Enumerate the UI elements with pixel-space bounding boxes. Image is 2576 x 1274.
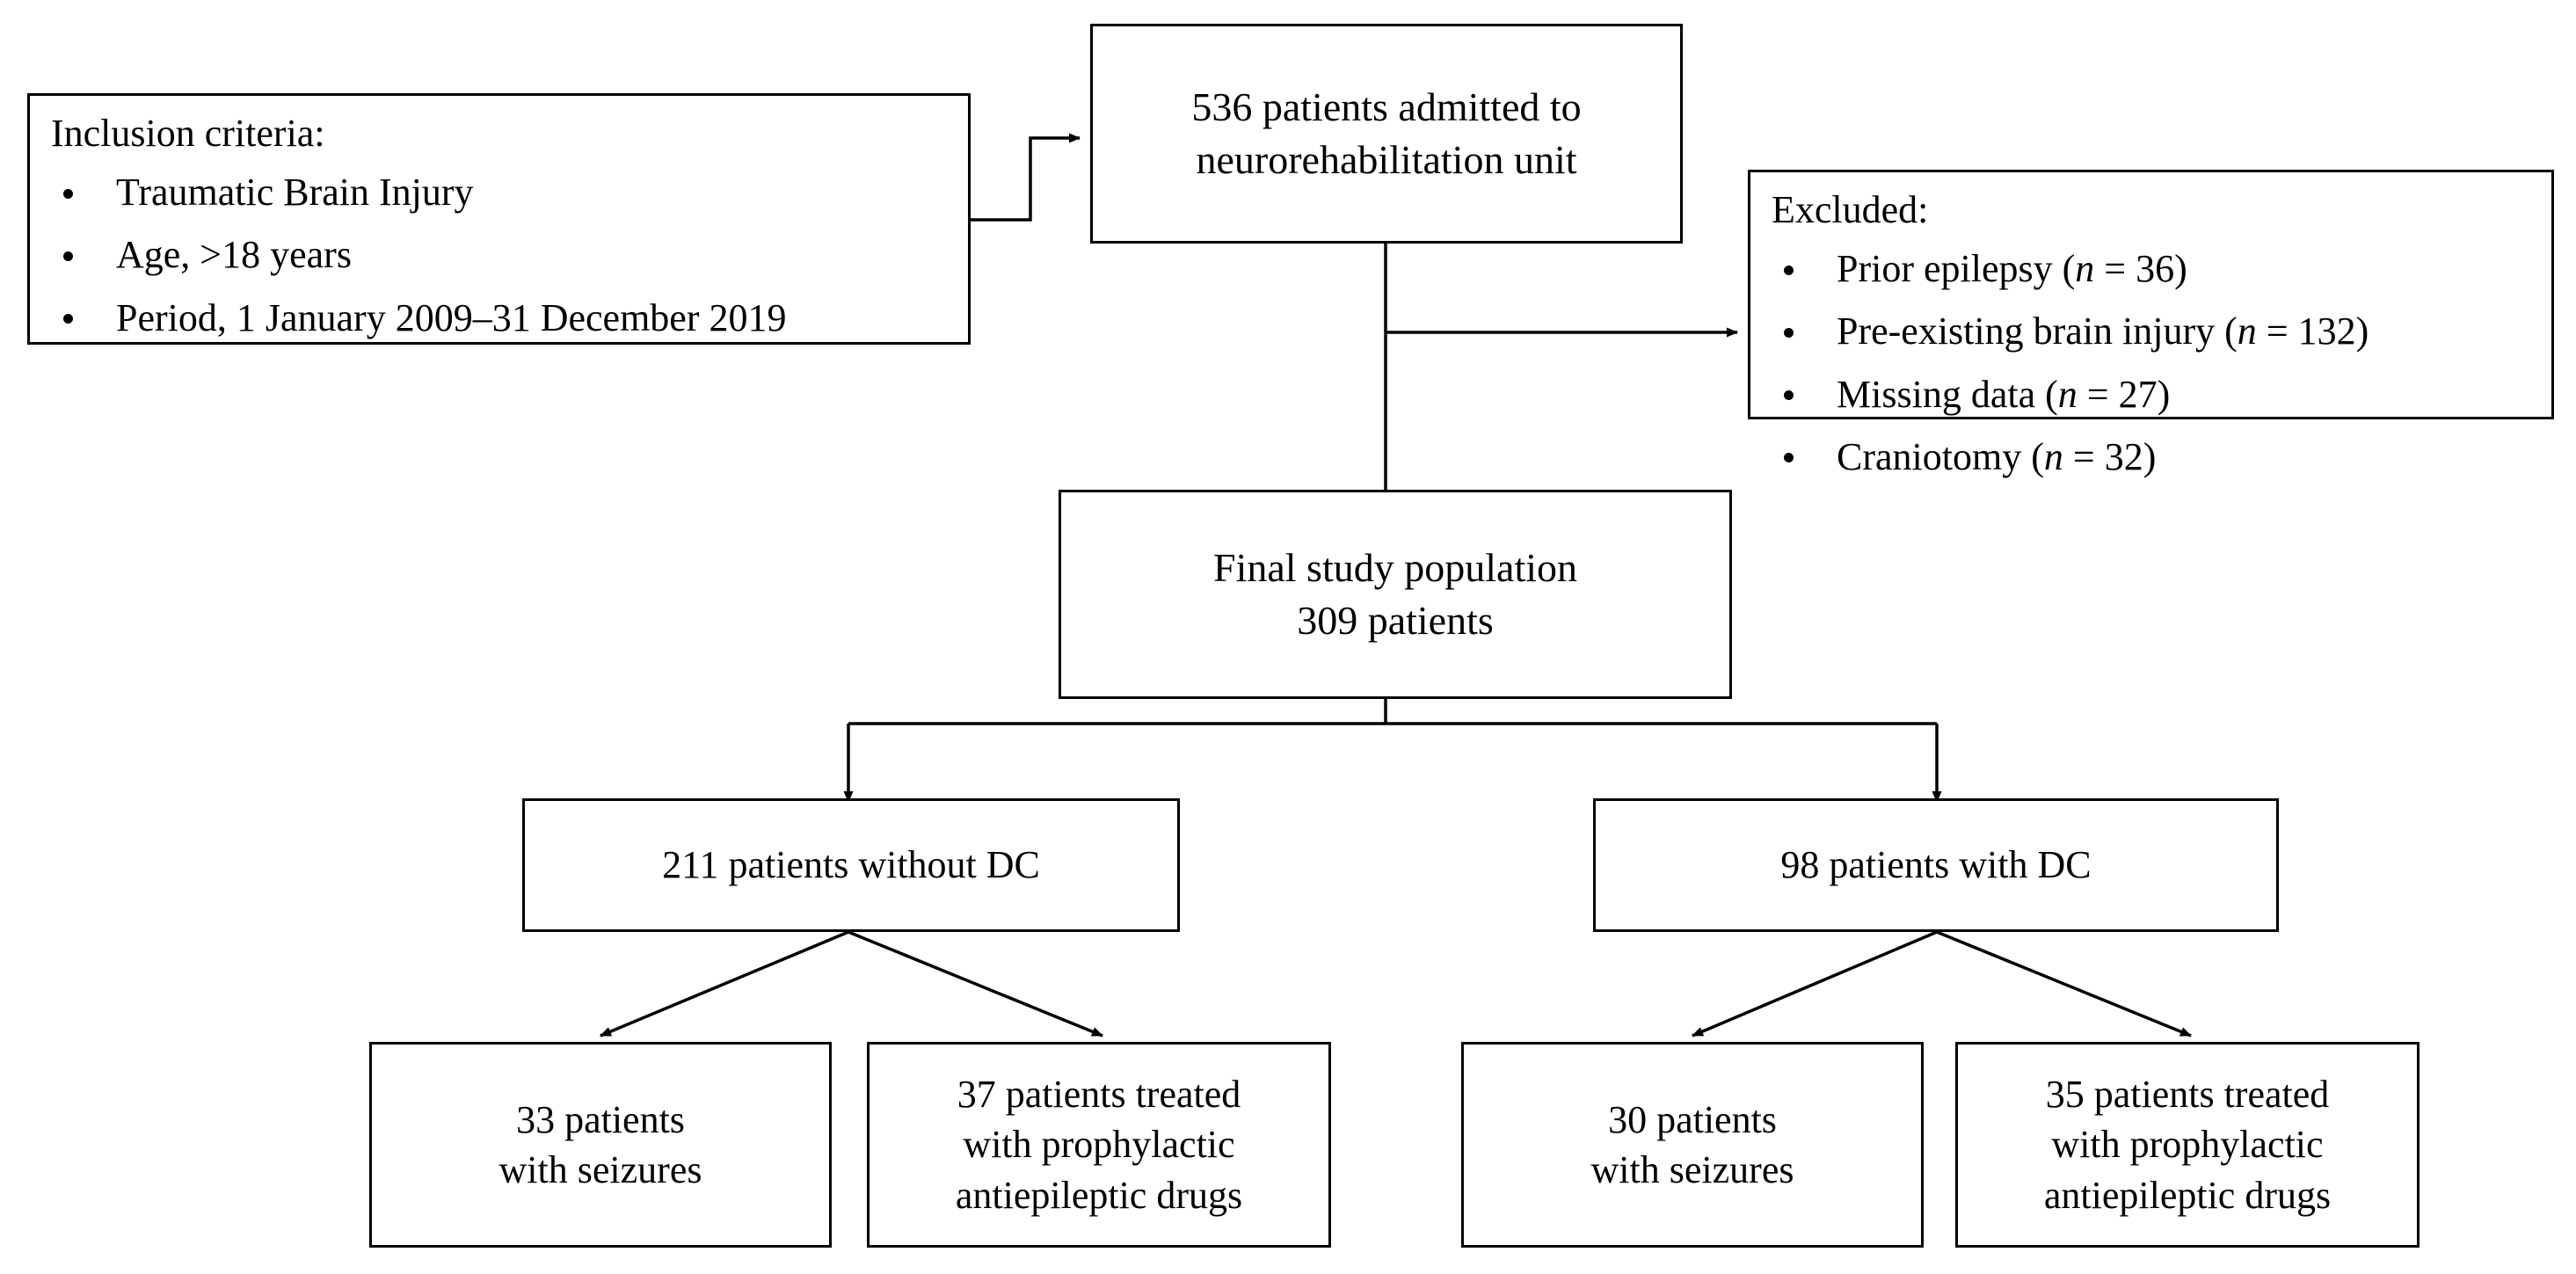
- excluded-item-equals: =: [2063, 434, 2105, 478]
- excluded-item-label: Prior epilepsy: [1837, 247, 2053, 291]
- bullet-icon: [63, 251, 73, 261]
- bullet-icon: [1784, 453, 1794, 463]
- admitted-line-2: neurorehabilitation unit: [1196, 137, 1577, 182]
- bullet-icon: [1784, 390, 1794, 401]
- list-item: Pre-existing brain injury (n = 132): [1772, 306, 2534, 356]
- without-dc-label: 211 patients without DC: [662, 843, 1040, 887]
- with-dc-aed-line-1: 35 patients treated: [2045, 1073, 2330, 1117]
- bullet-icon: [63, 314, 73, 324]
- inclusion-criteria-title: Inclusion criteria:: [51, 112, 325, 155]
- list-item: Age, >18 years: [51, 229, 950, 280]
- excluded-item-paren-open: (: [2031, 434, 2044, 478]
- excluded-item-n-symbol: n: [2043, 434, 2063, 478]
- without-dc-aed-line-3: antiepileptic drugs: [955, 1173, 1243, 1217]
- excluded-item-n-symbol: n: [2237, 309, 2257, 353]
- list-item: Craniotomy (n = 32): [1772, 432, 2534, 482]
- list-item: Prior epilepsy (n = 36): [1772, 244, 2534, 294]
- inclusion-item-text: Age, >18 years: [116, 233, 352, 277]
- with-dc-aed-box: 35 patients treated with prophylactic an…: [1955, 1042, 2420, 1248]
- admitted-patients-box: 536 patients admitted to neurorehabilita…: [1090, 24, 1683, 244]
- final-population-box: Final study population 309 patients: [1059, 490, 1732, 699]
- without-dc-aed-line-1: 37 patients treated: [957, 1073, 1241, 1117]
- excluded-item-n-symbol: n: [2057, 372, 2078, 416]
- inclusion-item-text: Traumatic Brain Injury: [116, 171, 474, 215]
- with-dc-seizures-line-1: 30 patients: [1608, 1097, 1777, 1141]
- without-dc-seizures-line-1: 33 patients: [516, 1097, 685, 1141]
- list-item: Period, 1 January 2009–31 December 2019: [51, 293, 950, 343]
- without-dc-aed-line-2: with prophylactic: [963, 1123, 1235, 1167]
- excluded-item-equals: =: [2077, 372, 2119, 416]
- excluded-item-paren-open: (: [2045, 372, 2058, 416]
- with-dc-box: 98 patients with DC: [1593, 798, 2279, 932]
- excluded-item-paren-close: ): [2143, 434, 2157, 478]
- bullet-icon: [1784, 265, 1794, 275]
- excluded-item-n-value: 32: [2104, 434, 2143, 478]
- inclusion-item-text: Period, 1 January 2009–31 December 2019: [116, 295, 787, 339]
- excluded-item-paren-close: ): [2355, 309, 2369, 353]
- bullet-icon: [1784, 328, 1794, 338]
- excluded-item-paren-open: (: [2224, 309, 2238, 353]
- excluded-box: Excluded: Prior epilepsy (n = 36) Pre-ex…: [1748, 170, 2554, 478]
- excluded-item-n-value: 36: [2136, 247, 2175, 291]
- admitted-line-1: 536 patients admitted to: [1191, 84, 1582, 130]
- list-item: Traumatic Brain Injury: [51, 167, 950, 217]
- excluded-item-equals: =: [2256, 309, 2298, 353]
- without-dc-box: 211 patients without DC: [522, 798, 1180, 932]
- with-dc-label: 98 patients with DC: [1780, 843, 2092, 887]
- list-item: Missing data (n = 27): [1772, 369, 2534, 419]
- excluded-item-label: Missing data: [1837, 372, 2036, 416]
- excluded-title: Excluded:: [1772, 188, 1929, 231]
- final-population-line-2: 309 patients: [1297, 598, 1494, 643]
- without-dc-seizures-line-2: with seizures: [498, 1148, 702, 1191]
- edge-with-dc-to-seizures: [1692, 930, 1938, 1037]
- excluded-list: Prior epilepsy (n = 36) Pre-existing bra…: [1772, 244, 2534, 482]
- edge-with-dc-to-aed: [1936, 930, 2192, 1037]
- excluded-item-label: Pre-existing brain injury: [1837, 309, 2216, 353]
- edge-without-dc-to-seizures: [600, 930, 849, 1037]
- edge-inclusion-to-admitted: [971, 133, 1081, 222]
- excluded-item-equals: =: [2094, 247, 2136, 291]
- with-dc-seizures-box: 30 patients with seizures: [1461, 1042, 1924, 1248]
- without-dc-seizures-box: 33 patients with seizures: [369, 1042, 832, 1248]
- with-dc-aed-line-3: antiepileptic drugs: [2043, 1173, 2332, 1217]
- final-population-line-1: Final study population: [1213, 545, 1577, 591]
- edge-without-dc-to-aed: [848, 930, 1103, 1037]
- excluded-item-paren-close: ): [2157, 372, 2171, 416]
- bullet-icon: [63, 188, 73, 199]
- excluded-item-n-value: 27: [2118, 372, 2158, 416]
- excluded-item-n-symbol: n: [2075, 247, 2095, 291]
- excluded-item-n-value: 132: [2297, 309, 2356, 353]
- excluded-item-paren-close: ): [2174, 247, 2187, 291]
- with-dc-aed-line-2: with prophylactic: [2051, 1123, 2324, 1167]
- excluded-item-paren-open: (: [2062, 247, 2076, 291]
- excluded-item-label: Craniotomy: [1837, 434, 2022, 478]
- inclusion-criteria-box: Inclusion criteria: Traumatic Brain Inju…: [27, 93, 971, 345]
- with-dc-seizures-line-2: with seizures: [1590, 1148, 1794, 1191]
- inclusion-criteria-list: Traumatic Brain Injury Age, >18 years Pe…: [51, 167, 950, 343]
- without-dc-aed-box: 37 patients treated with prophylactic an…: [867, 1042, 1331, 1248]
